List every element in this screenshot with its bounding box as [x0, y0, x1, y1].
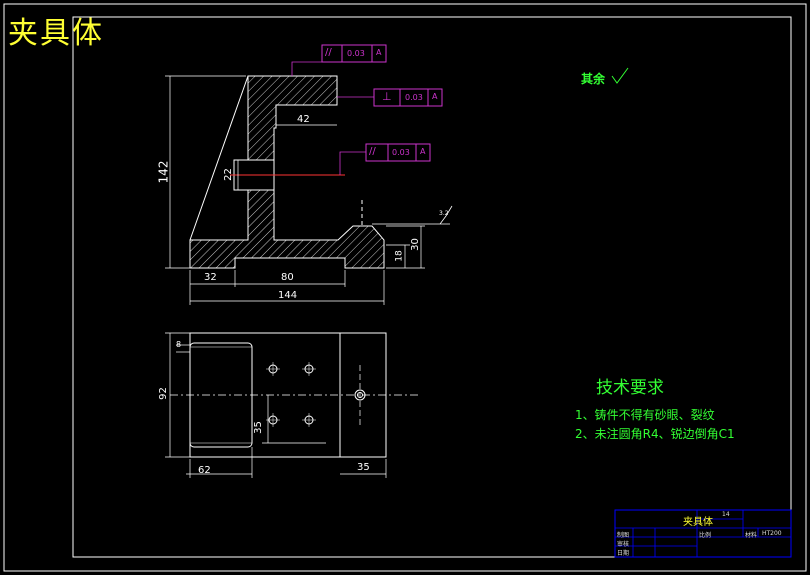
tech-requirement-1: 1、铸件不得有砂眼、裂纹: [575, 408, 715, 422]
front-section-hatch: [189, 75, 385, 269]
front-view: [165, 61, 453, 305]
dim-80: 80: [281, 272, 294, 283]
tol1-symbol: //: [325, 47, 332, 58]
title-block-cell: 审核: [617, 541, 630, 548]
title-block: [614, 509, 792, 558]
tol3-datum: A: [420, 147, 426, 156]
dim-32: 32: [204, 272, 217, 283]
surface-note: 其余: [581, 72, 606, 86]
dim-92: 92: [157, 387, 169, 400]
title-block-material: HT200: [762, 530, 782, 537]
tol2-symbol: ⊥: [382, 90, 392, 103]
rib-line: [189, 75, 249, 241]
tolerance-frame-3: [365, 143, 431, 162]
title-block-quantity: 14: [722, 511, 730, 518]
pin-hole: [354, 389, 366, 401]
tolerance-frame-2: [373, 88, 443, 107]
dim-35-vertical: 35: [252, 421, 264, 434]
dim-18: 18: [394, 250, 405, 262]
tol1-datum: A: [376, 48, 382, 57]
dim-35-horizontal: 35: [357, 462, 370, 473]
tech-requirements-title: 技术要求: [596, 378, 664, 398]
roughness-symbol: [439, 205, 453, 225]
drawing-frame: [72, 16, 792, 558]
tol2-value: 0.03: [405, 93, 423, 102]
tolerance-frame-1: [321, 44, 387, 63]
drawing-title: 夹具体: [8, 16, 104, 51]
title-block-cell: 比例: [699, 532, 712, 539]
title-block-cell: 日期: [617, 550, 630, 557]
tol2-datum: A: [432, 92, 438, 101]
surface-finish-icon: [611, 67, 629, 84]
dim-8: 8: [176, 340, 182, 349]
roughness-value: 3.2: [439, 210, 449, 217]
title-block-part-name: 夹具体: [683, 517, 713, 528]
tol3-symbol: //: [369, 146, 376, 157]
dim-62: 62: [198, 465, 211, 476]
dim-144: 144: [278, 290, 298, 301]
tech-requirement-2: 2、未注圆角R4、锐边倒角C1: [575, 427, 735, 441]
title-block-cell: 材料: [745, 532, 758, 539]
dim-42: 42: [297, 114, 310, 125]
top-view: [165, 332, 420, 478]
dim-22: 22: [222, 168, 234, 181]
dim-30: 30: [409, 238, 421, 251]
tol3-value: 0.03: [392, 148, 410, 157]
dim-142: 142: [156, 160, 171, 184]
sheet-border: [3, 3, 807, 572]
title-block-cell: 制图: [617, 532, 630, 539]
tol1-value: 0.03: [347, 49, 365, 58]
